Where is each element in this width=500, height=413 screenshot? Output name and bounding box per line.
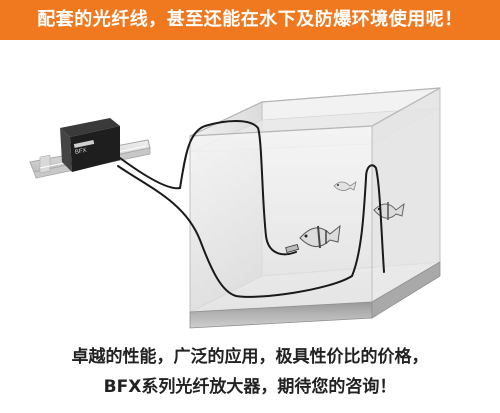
fish-small <box>333 181 357 191</box>
caption-line-1: 卓越的性能，广泛的应用，极具性价比的价格， <box>71 347 429 367</box>
fiber-cables <box>117 120 385 298</box>
caption: 卓越的性能，广泛的应用，极具性价比的价格， BFX系列光纤放大器，期待您的咨询！ <box>0 342 500 402</box>
fiber-amplifier: BFX <box>60 118 120 172</box>
amplifier-label: BFX <box>74 148 87 156</box>
fish-large <box>299 224 341 249</box>
fiber-sensor-head <box>285 244 300 253</box>
top-banner: 配套的光纤线，甚至还能在水下及防爆环境使用呢！ <box>0 0 500 40</box>
caption-line-2: BFX系列光纤放大器，期待您的咨询！ <box>103 377 397 397</box>
fiber-amplifier-illustration: BFX <box>29 87 441 329</box>
